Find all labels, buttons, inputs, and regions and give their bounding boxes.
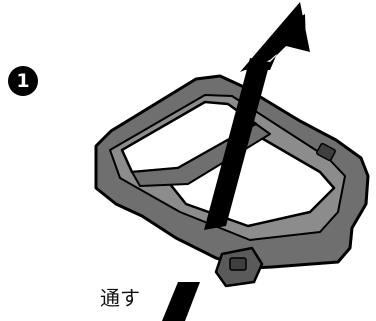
instruction-caption: 通す <box>100 286 140 310</box>
caption-text: 通す <box>100 286 140 310</box>
strap-lower-tail <box>162 282 200 321</box>
buckle-clip-slot <box>230 258 246 270</box>
arrow-head <box>240 2 310 72</box>
